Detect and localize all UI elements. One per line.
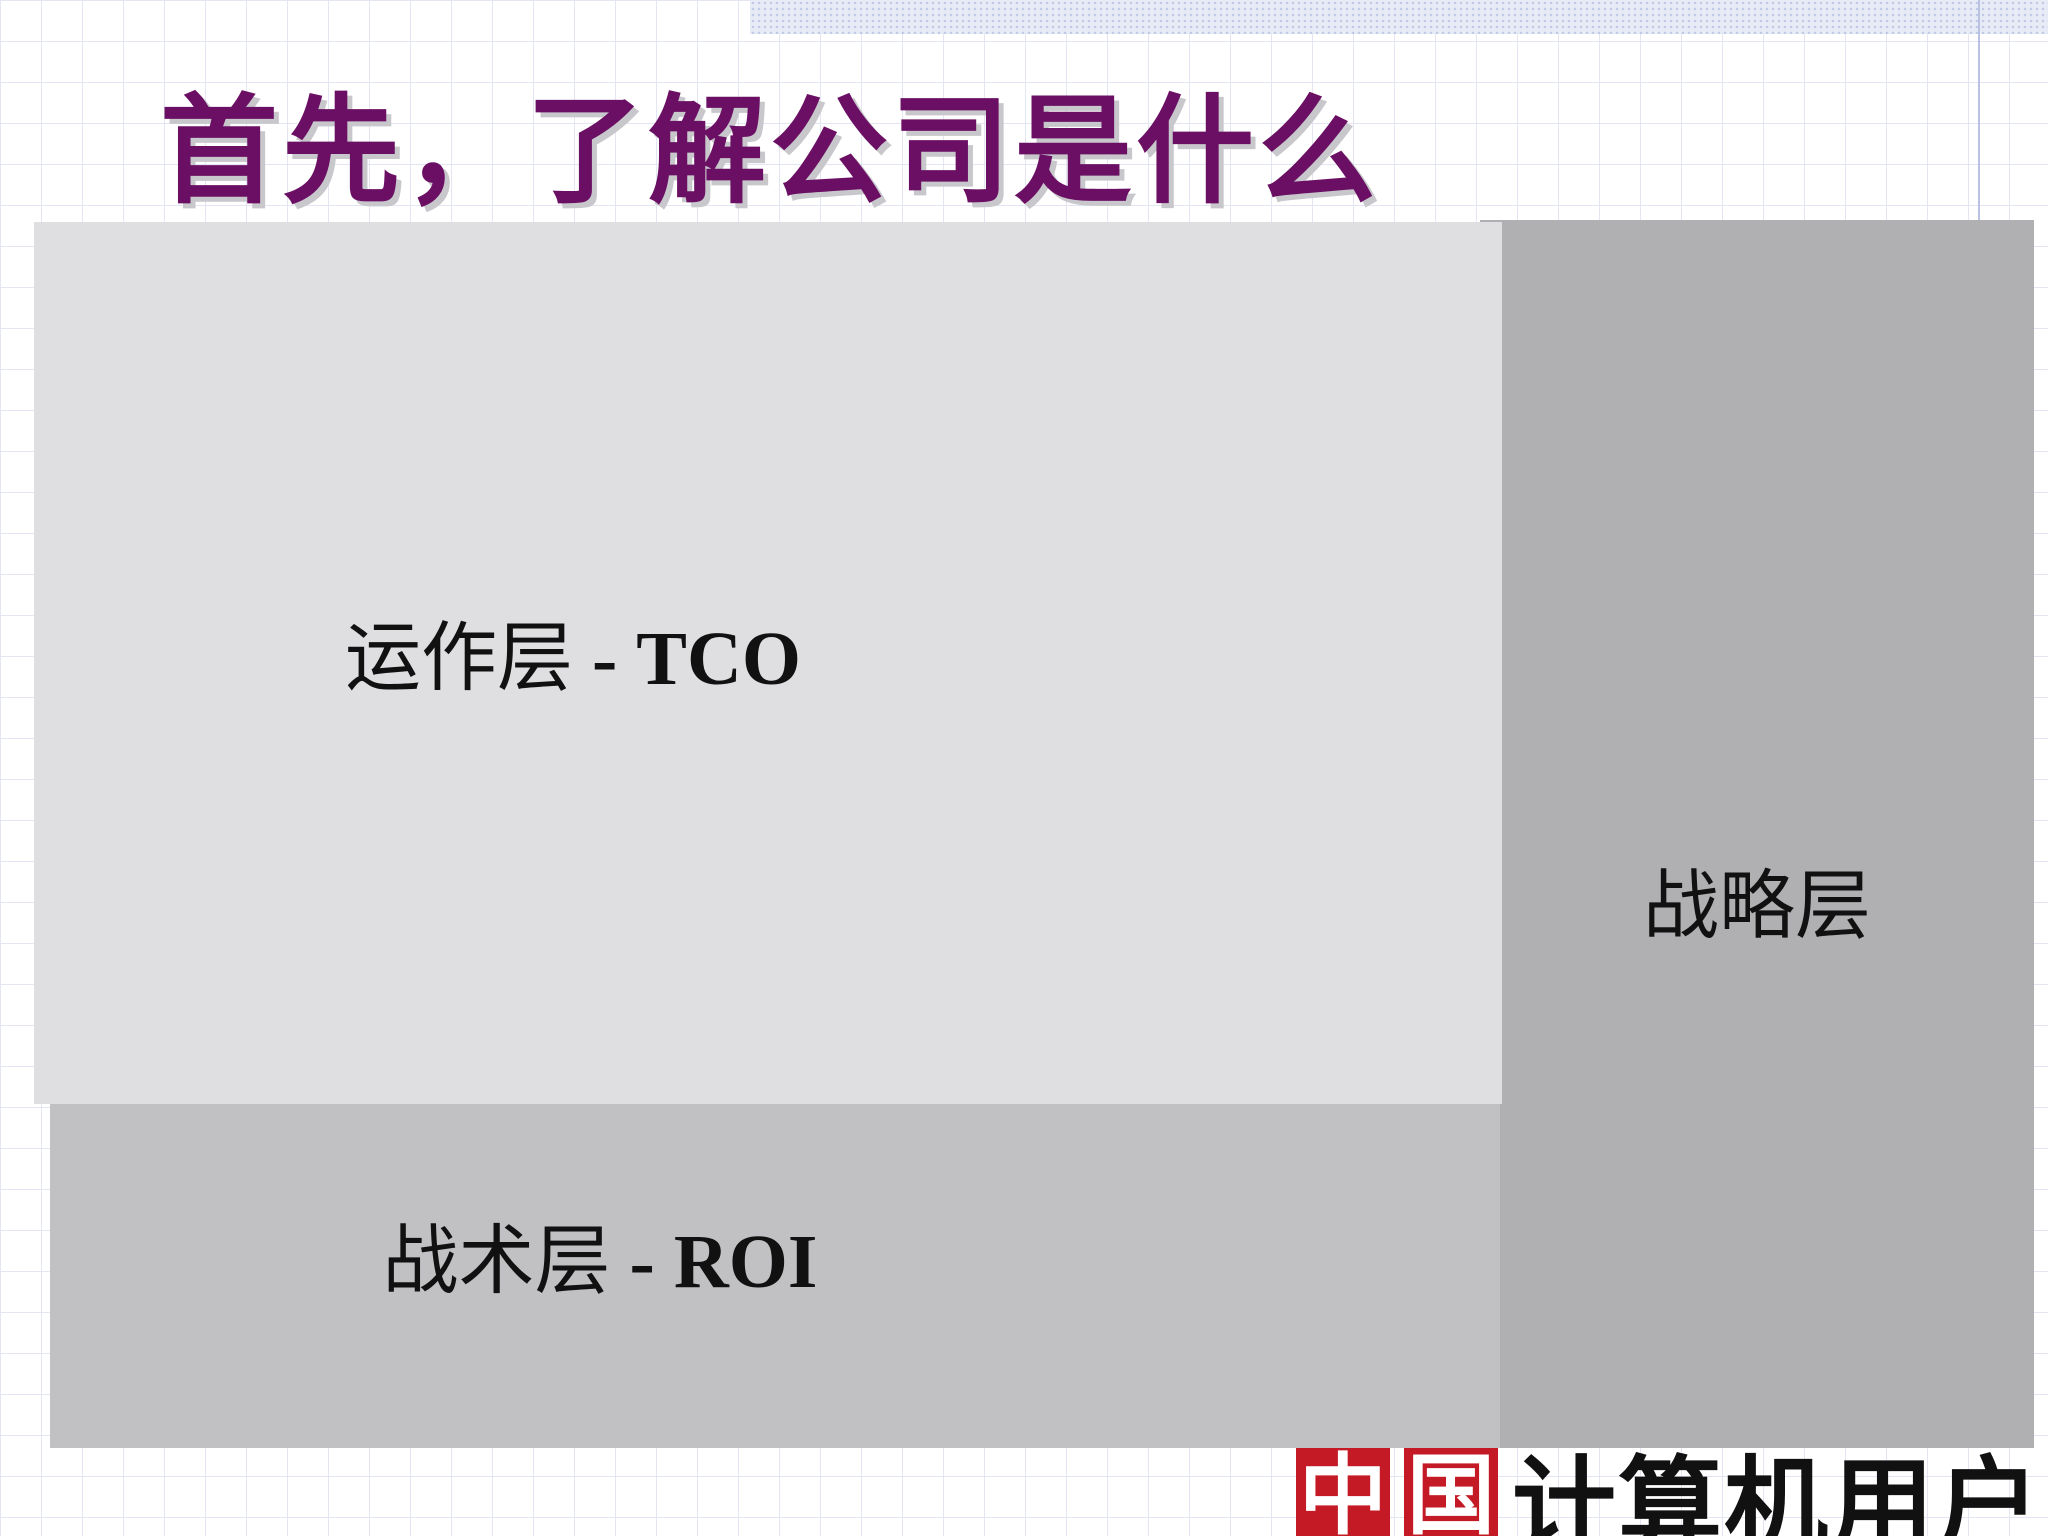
tactical-layer-box: 战术层 - ROI [50,1100,1500,1448]
slide-title: 首先，了解公司是什么 [160,82,1381,220]
decorative-vertical-line [1978,0,1980,220]
publisher-logo: 中 国 计算机用户 [1296,1448,2048,1536]
logo-text: 计算机用户 [1512,1448,2043,1536]
tactical-layer-metric: ROI [673,1220,818,1304]
logo-glyph-zhong: 中 [1296,1448,1390,1536]
operational-layer-separator: - [572,617,637,701]
tactical-layer-label: 战术层 - ROI [383,1199,818,1309]
tactical-layer-name: 战术层 [382,1216,611,1305]
logo-glyph-guo: 国 [1404,1448,1498,1536]
operational-layer-box: 运作层 - TCO [34,222,1502,1104]
operational-layer-name: 运作层 [344,613,573,702]
tactical-layer-separator: - [610,1220,674,1304]
operational-layer-metric: TCO [636,617,801,701]
decorative-top-band [750,0,2048,34]
strategic-layer-box: 战略层 [1480,220,2034,1448]
strategic-layer-label: 战略层 [1643,861,1871,950]
operational-layer-label: 运作层 - TCO [345,596,801,706]
